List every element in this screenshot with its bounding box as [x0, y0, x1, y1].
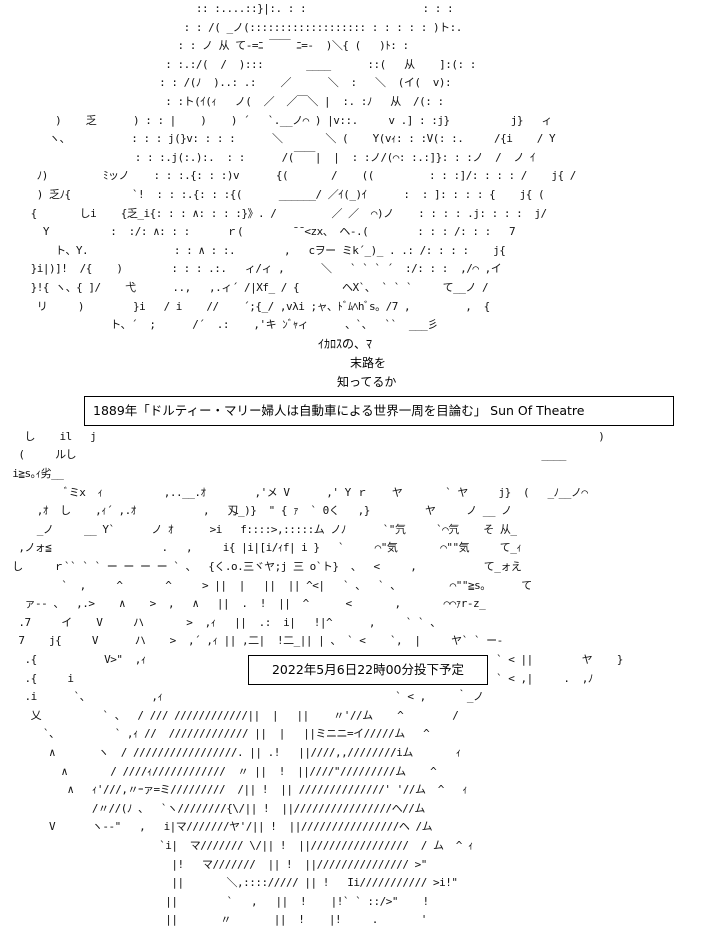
ascii-art-line: .i `、 ,ｨ ` < , ｀_ノ — [0, 690, 484, 704]
ascii-art-line: .7 イ V ハ > ,ｨ || .: i| !|^ , ` ` 、 — [0, 615, 441, 629]
ascii-art-line: :: :....::}|:. : : : : : — [0, 2, 454, 15]
ascii-art-line: リ ) }i / i // ´;{_/ ,vλi ;ャ、ﾄﾞﾑﾍhﾞs。/7 ,… — [0, 299, 491, 313]
ascii-art-line: ` < ,| . ,ﾉ — [496, 671, 593, 685]
ascii-art-line: |! マ/////// || ! ||/////////////// >" — [0, 857, 427, 871]
ascii-art-line: `i| マ/////// \/|| ! ||//////////////// /… — [0, 839, 473, 852]
ascii-art-line: ` , ^ ^ > || | || || ^<| ` 、 ` 、 ⌒""≧s。 … — [0, 578, 532, 592]
ascii-art-line: `、 ` ,ｨ // ///////////// || | ||ミニニ=イ///… — [0, 727, 430, 741]
ascii-art-line: ,ｵ し ,ｨ´ ,.ｵ , 刄_)} " { ｧ ` 0く ,} ヤ ノ __… — [0, 504, 512, 518]
release-date-box: 2022年5月6日22時00分投下予定 — [248, 655, 488, 685]
ascii-art-line: ヽ、 : : : j(}v: : : : ＼ ＼ ( Y(vｨ: : :V(: … — [0, 132, 556, 146]
ascii-art-line: ) 乏 ) : : | ) ) ´ `.__ノ⌒ ) |v::. v .] : … — [0, 113, 552, 127]
ascii-art-line: ト、´ ; /´ .: ,'キ ﾝﾞｬィ 、`、 `` ___彡 — [0, 318, 438, 332]
ascii-art-line: : : ノ 从 て-=ﾆ ￣￣ ﾆ=- )＼{ ( )ﾄ: : — [0, 39, 410, 53]
ascii-art-line: ( ルし ____ — [0, 448, 566, 462]
ascii-art-line: : : :.j(:.):. : : /(￣￣| | : :ノ/(⌒: :.:]}… — [0, 150, 536, 164]
ascii-art-line: : :.:/( / )::: ____ ::( 从 ]:(: : — [0, 57, 476, 71]
ascii-art-line: Y : :/: ∧: : : ｒ( ̄ ̄ <zx、 ヘ-.( : : : /:… — [0, 225, 516, 239]
ascii-art-line: || ` , || ! |!` ` ::/>" ! — [0, 894, 429, 908]
speech-line-3: 知ってるか — [337, 375, 397, 389]
ascii-art-line: ﾞミx ｨ ,..__.ｵ ,'メ V ,' Y ｒ ヤ ` ヤ j} ( _ﾉ… — [0, 485, 588, 499]
ascii-art-line: し ｒ`` ` ` ー ー ー ー ` 、 {く.o.三ヾヤ;j 三 o`ト} … — [0, 560, 522, 573]
ascii-art-line: 7 j{ V ハ > ,´ ,ｨ || ,二| !二_|| | 、 ` < `,… — [0, 634, 503, 648]
ascii-art-line: || ＼,::::///// || ! Ii/////////// >i!" — [0, 876, 458, 890]
ascii-art-line: }i|)]! /{ ) : : : .:. ィ/ィ , ＼ ` ` ` ´ :/… — [0, 262, 502, 276]
ascii-art-line: i≧s｡ｨ劣__ — [0, 467, 64, 480]
ascii-art-line: : :ト(ｲ(ｨ ノ( ／ ／￣＼ | :. :ﾉ 从 /(: : — [0, 95, 444, 108]
ascii-art-line: : : /( _ノ(::::::::::::::::::: : : : : : … — [0, 20, 463, 34]
ascii-art-line: : : /(ﾉ )..: .: ／ ＼ : ＼ (イ( v): — [0, 76, 452, 90]
speech-line-2: 末路を — [350, 356, 387, 370]
ascii-art-line: ` < || ヤ } — [496, 653, 623, 666]
ascii-art-line: ﾉ) ﾐッノ : : :.{: : :)v {( / (( : : :]/: :… — [0, 169, 577, 183]
ascii-art-line: }!{ ヽ、{ ]/ 弋 .., ,.ィ´ /|Xf_ / { ヘX`、 ` `… — [0, 281, 489, 294]
ascii-art-line: .{ i — [0, 671, 74, 685]
ascii-art-line: V ヽ-‐" , i|マ///////ヤ'/|| ! ||///////////… — [0, 820, 433, 834]
ascii-art-line: し il j ) — [0, 429, 605, 443]
ascii-art-line: ∧ / ////ｨ//////////// 〃 || ! ||////"////… — [0, 764, 437, 778]
title-caption: 1889年「ドルティー・マリー婦人は自動車による世界一周を目論む」 Sun Of… — [93, 403, 585, 418]
ascii-art-line: { しi {乏_i{: : : ∧: : : :}》. / ／ ／ ⌒)ノ : … — [0, 206, 548, 220]
ascii-art-line: ∧ ｨ'///,〃ｰァ=ミ///////// /|| ! || ////////… — [0, 783, 468, 797]
title-caption-box: 1889年「ドルティー・マリー婦人は自動車による世界一周を目論む」 Sun Of… — [84, 396, 674, 426]
ascii-art-line: 乂 ` 、 / /// ////////////|| | || 〃'//ム ^ … — [0, 708, 459, 722]
ascii-art-line: /〃//(ﾉ 、 `ヽ////////{\/|| ! ||///////////… — [0, 801, 426, 815]
ascii-art-line: ァ-- 、 ,.> ∧ > , ∧ || . ! || ^ < , ⌒⌒ｧr-z… — [0, 597, 486, 611]
ascii-art-line: || 〃 || ! |! . ' — [0, 913, 427, 927]
release-date-caption: 2022年5月6日22時00分投下予定 — [271, 662, 465, 677]
speech-line-1: ｲｶﾛｽの、ﾏ — [318, 337, 373, 351]
ascii-art-line: ) 乏ﾉ{ `! : : :.{: : :{( ______/ ／ｲ(_)ｲ :… — [0, 188, 545, 201]
ascii-art-line: ,ノォ≦ . , i{ |i|[i/ｨf| i } ` ⌒"気 ⌒""気 て_ｨ — [0, 541, 522, 555]
ascii-art-line: ∧ ヽ / /////////////////. || .! ||////,,/… — [0, 746, 461, 759]
ascii-art-line: .{ V>" ,ｨ — [0, 653, 146, 666]
ascii-art-line: ト、Y. : : ∧ : :. , cヲー ミk´_)_ . .: /: : :… — [0, 243, 506, 257]
ascii-art-line: _ノ __ Y` ノ ｵ >i f::::>,:::::ム ノﾉ `"氕 `⌒氕… — [0, 522, 517, 536]
